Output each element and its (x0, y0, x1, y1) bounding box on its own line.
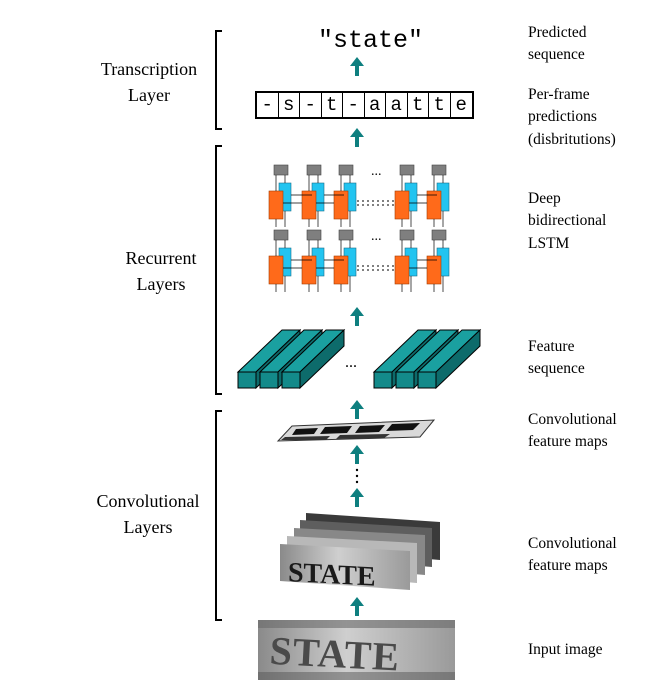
bracket-recurrent (215, 145, 222, 395)
frame-cell: t (408, 93, 429, 117)
conv-map-word: STATE (288, 557, 376, 593)
label-feature-sequence: Feature sequence (528, 336, 585, 381)
up-arrow-icon (350, 128, 364, 147)
lstm-output-cell (399, 164, 415, 176)
frame-cell: t (429, 93, 451, 117)
frame-cell: a (365, 93, 386, 117)
transcription-label-line1: Transcription (100, 59, 198, 79)
feature-front-face (373, 371, 393, 389)
lstm-ellipsis: ... (371, 229, 382, 244)
lstm-forward-cell (268, 255, 284, 285)
label-line: Convolutional (528, 535, 617, 552)
label-deep-lstm: Deep bidirectional LSTM (528, 188, 606, 255)
label-line: Deep (528, 190, 561, 207)
lstm-output-cell (306, 229, 322, 241)
convolutional-label-line1: Convolutional (96, 491, 200, 511)
recurrent-label-line2: Layers (136, 274, 186, 295)
lstm-output-cell (273, 164, 289, 176)
lstm-network: ...... (268, 164, 450, 292)
label-line: Feature (528, 338, 575, 355)
lstm-output-cell (338, 229, 354, 241)
lstm-output-cell (338, 164, 354, 176)
recurrent-layers-label: Recurrent Layers (96, 245, 226, 297)
lstm-output-cell (273, 229, 289, 241)
lstm-output-cell (431, 229, 447, 241)
label-line: feature maps (528, 557, 608, 575)
frame-cell: - (343, 93, 365, 117)
transcription-label-line2: Layer (128, 85, 170, 106)
up-arrow-icon (350, 445, 364, 464)
frame-predictions-box: - s - t - a a t t e (255, 91, 474, 119)
feature-column (416, 328, 482, 390)
feature-column (280, 328, 346, 390)
label-line: predictions (528, 108, 597, 126)
label-line: bidirectional (528, 212, 607, 230)
conv-feature-maps-bottom: STATE (280, 513, 440, 593)
frame-cell: t (322, 93, 343, 117)
feature-front-face (395, 371, 415, 389)
bracket-transcription (215, 30, 222, 130)
lstm-output-cell (431, 164, 447, 176)
lstm-output-cell (306, 164, 322, 176)
convolutional-label-line2: Layers (123, 517, 173, 538)
label-line: Per-frame (528, 86, 590, 103)
lstm-output-cell (399, 229, 415, 241)
frame-cell: - (300, 93, 322, 117)
input-image: STATE (258, 620, 455, 680)
label-conv-feature-maps-bottom: Convolutional feature maps (528, 533, 617, 578)
label-line: Input image (528, 641, 603, 658)
up-arrow-icon (350, 597, 364, 616)
conv-feature-map-top (276, 419, 436, 442)
up-arrow-icon (350, 488, 364, 507)
recurrent-label-line1: Recurrent (125, 248, 197, 268)
bracket-convolutional (215, 410, 222, 621)
feature-ellipsis: ... (345, 354, 357, 371)
lstm-ellipsis: ... (371, 164, 382, 179)
lstm-forward-cell (394, 255, 410, 285)
label-line: Convolutional (528, 411, 617, 428)
label-line: sequence (528, 360, 585, 378)
label-conv-feature-maps-top: Convolutional feature maps (528, 409, 617, 454)
vertical-ellipsis-icon (355, 468, 359, 484)
up-arrow-icon (350, 57, 364, 76)
convolutional-layers-label: Convolutional Layers (78, 488, 218, 540)
feature-sequence (236, 328, 482, 390)
label-line: Predicted (528, 24, 587, 41)
feature-front-face (417, 371, 437, 389)
input-image-word: STATE (269, 628, 401, 680)
frame-cell: e (455, 94, 467, 116)
label-line: feature maps (528, 433, 608, 451)
transcription-layer-label: Transcription Layer (84, 56, 214, 108)
lstm-forward-cell (268, 190, 284, 220)
label-line: (disbritutions) (528, 130, 616, 148)
feature-front-face (237, 371, 257, 389)
predicted-sequence-text: "state" (318, 26, 424, 55)
up-arrow-icon (350, 307, 364, 326)
frame-cell: - (257, 93, 279, 117)
label-predicted-sequence: Predicted sequence (528, 22, 587, 67)
label-line: sequence (528, 46, 585, 64)
label-input-image: Input image (528, 639, 602, 661)
frame-cell: a (386, 93, 408, 117)
label-per-frame-predictions: Per-frame predictions (disbritutions) (528, 84, 616, 151)
lstm-forward-cell (394, 190, 410, 220)
up-arrow-icon (350, 400, 364, 419)
feature-front-face (259, 371, 279, 389)
feature-front-face (281, 371, 301, 389)
label-line: LSTM (528, 234, 570, 252)
frame-cell: s (279, 93, 300, 117)
